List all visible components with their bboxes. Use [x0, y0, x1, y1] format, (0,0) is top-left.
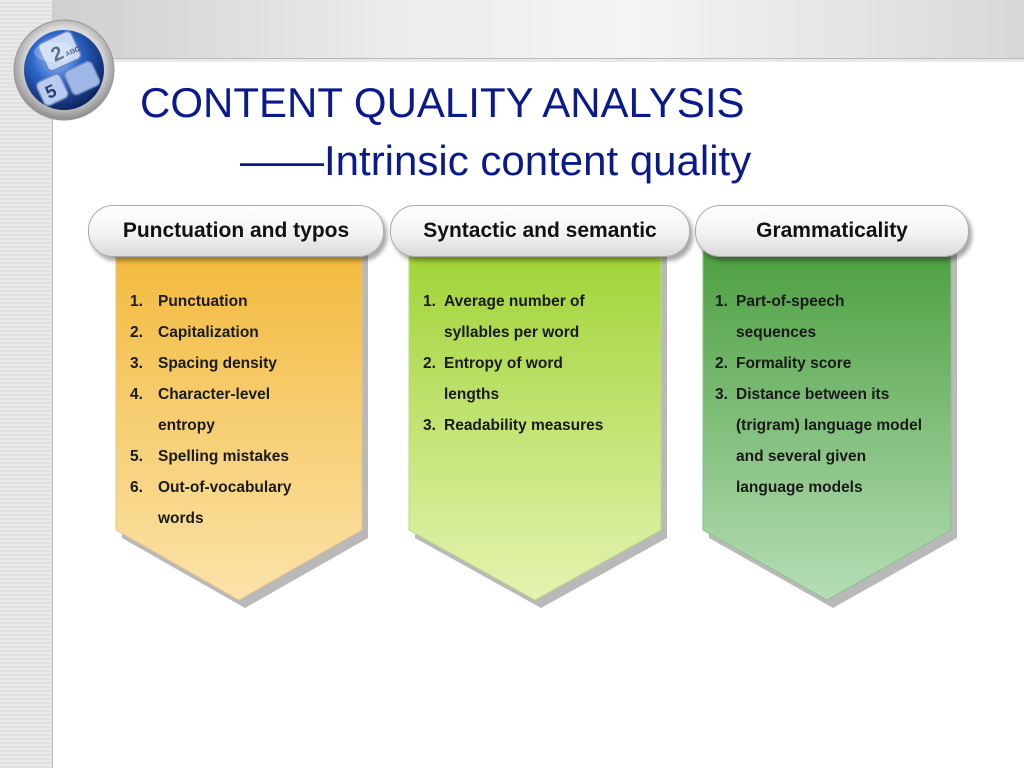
panel-syntactic-shape: [408, 243, 667, 608]
list-item: 6.Out-of-vocabulary words: [130, 479, 292, 527]
left-decor-strip: [0, 0, 53, 768]
list-item: 3.Readability measures: [423, 417, 604, 434]
list-item: 4.Character-level entropy: [130, 386, 271, 434]
grammaticality-feature-list: 1.Part-of-speech sequences 2.Formality s…: [715, 286, 935, 503]
slide-subtitle: ——Intrinsic content quality: [240, 137, 752, 184]
list-item: 1.Part-of-speech sequences: [715, 293, 845, 341]
panel-header-grammaticality: Grammaticality: [695, 205, 969, 257]
panel-punctuation-shape: [115, 243, 368, 608]
list-item: 2.Formality score: [715, 355, 852, 372]
keypad-keys-icon: 2 ABC 5: [12, 18, 116, 122]
panel-header-label: Grammaticality: [756, 219, 908, 242]
list-item: 3.Spacing density: [130, 355, 277, 372]
panel-grammaticality-shape: [702, 243, 957, 608]
list-item: 1.Average number of syllables per word: [423, 293, 585, 341]
top-decor-strip: [52, 0, 1024, 62]
list-item: 5.Spelling mistakes: [130, 448, 289, 465]
panel-header-punctuation: Punctuation and typos: [88, 205, 384, 257]
panel-header-syntactic: Syntactic and semantic: [390, 205, 690, 257]
punctuation-feature-list: 1.Punctuation 2.Capitalization 3.Spacing…: [130, 286, 330, 534]
list-item: 2.Capitalization: [130, 324, 259, 341]
panel-header-label: Syntactic and semantic: [423, 219, 657, 242]
list-item: 2.Entropy of word lengths: [423, 355, 563, 403]
panel-header-label: Punctuation and typos: [122, 219, 350, 242]
syntactic-feature-list: 1.Average number of syllables per word 2…: [423, 286, 633, 441]
list-item: 3.Distance between its (trigram) languag…: [715, 386, 923, 496]
list-item: 1.Punctuation: [130, 293, 248, 310]
slide-title: CONTENT QUALITY ANALYSIS: [140, 79, 745, 126]
